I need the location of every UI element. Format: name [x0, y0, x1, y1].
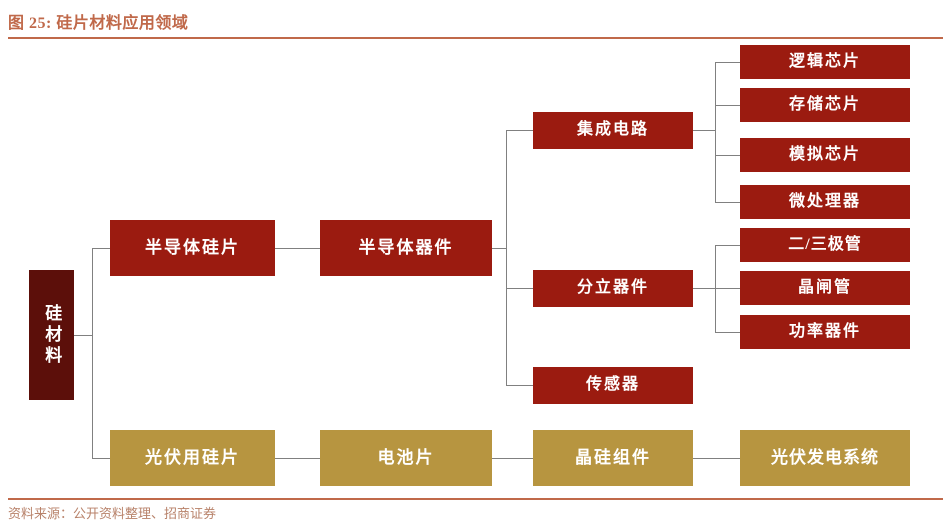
footer-divider: [8, 498, 943, 500]
connector-module-to-system: [693, 458, 740, 459]
node-pv-wafer[interactable]: 光伏用硅片: [110, 430, 275, 486]
connector-semidevice-trunk: [506, 130, 507, 385]
connector-discrete-to-diode: [715, 245, 740, 246]
connector-discrete-stub: [693, 288, 715, 289]
connector-root-stub: [74, 335, 92, 336]
connector-to-discrete: [506, 288, 533, 289]
figure-title-row: 图 25: 硅片材料应用领域: [8, 8, 943, 34]
node-discrete[interactable]: 分立器件: [533, 270, 693, 307]
node-semi-wafer[interactable]: 半导体硅片: [110, 220, 275, 276]
connector-root-trunk: [92, 248, 93, 458]
node-semi-device[interactable]: 半导体器件: [320, 220, 492, 276]
node-si-module[interactable]: 晶硅组件: [533, 430, 693, 486]
node-solar-cell[interactable]: 电池片: [320, 430, 492, 486]
connector-semidevice-stub: [492, 248, 506, 249]
connector-semiwafer-to-semidevice: [275, 248, 320, 249]
connector-ic-to-analog: [715, 155, 740, 156]
page-title: 图 25: 硅片材料应用领域: [8, 15, 189, 32]
connector-cell-to-module: [492, 458, 533, 459]
node-ic[interactable]: 集成电路: [533, 112, 693, 149]
connector-to-ic: [506, 130, 533, 131]
node-root[interactable]: 硅材料: [29, 270, 74, 400]
connector-ic-to-memory: [715, 105, 740, 106]
node-sensor[interactable]: 传感器: [533, 367, 693, 404]
connector-to-sensor: [506, 385, 533, 386]
connector-root-to-semi: [92, 248, 110, 249]
node-analog-chip[interactable]: 模拟芯片: [740, 138, 910, 172]
node-logic-chip[interactable]: 逻辑芯片: [740, 45, 910, 79]
connector-discrete-to-power: [715, 332, 740, 333]
connector-discrete-to-thyristor: [715, 288, 740, 289]
node-pv-power-system[interactable]: 光伏发电系统: [740, 430, 910, 486]
connector-root-to-pv: [92, 458, 110, 459]
connector-ic-to-logic: [715, 62, 740, 63]
title-divider: [8, 37, 943, 39]
node-diode-transistor[interactable]: 二/三极管: [740, 228, 910, 262]
connector-ic-stub: [693, 130, 715, 131]
node-memory-chip[interactable]: 存储芯片: [740, 88, 910, 122]
connector-ic-trunk: [715, 62, 716, 202]
connector-ic-to-micro: [715, 202, 740, 203]
node-thyristor[interactable]: 晶闸管: [740, 271, 910, 305]
node-microprocessor[interactable]: 微处理器: [740, 185, 910, 219]
node-power-device[interactable]: 功率器件: [740, 315, 910, 349]
connector-pvwafer-to-cell: [275, 458, 320, 459]
source-note: 资料来源：公开资料整理、招商证券: [8, 506, 217, 521]
